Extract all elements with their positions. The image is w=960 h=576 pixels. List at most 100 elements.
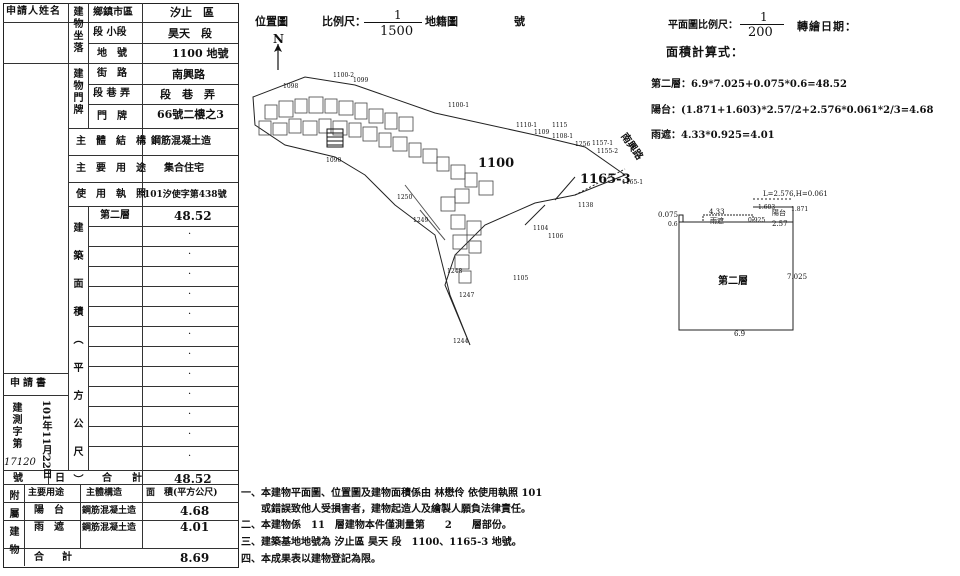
lot-label: 1247	[459, 292, 475, 299]
rule	[68, 155, 238, 156]
lot-label: 1244	[453, 338, 469, 345]
annex-row-use: 陽 台	[34, 505, 64, 516]
rule	[88, 426, 238, 427]
empty-area-dot: ·	[188, 389, 192, 400]
annex-row-structure: 鋼筋混凝土造	[82, 506, 137, 516]
lot-label: 1105	[513, 275, 529, 282]
applicant-label: 申請人姓名	[6, 6, 61, 17]
lot-label: 1108-1	[552, 133, 574, 140]
rule	[3, 502, 238, 503]
note-line: 一、本建物平面圖、位置圖及建物面積係由 林懋伶 依使用執照 101	[241, 488, 543, 499]
floor-label: 第二層	[100, 210, 130, 221]
street-value: 南興路	[172, 68, 205, 81]
rule	[88, 286, 238, 287]
dim-label: 1.603	[758, 204, 776, 211]
rain-label: 雨遮	[710, 217, 724, 225]
permit-value: 101汐使字第438號	[144, 190, 227, 200]
plan-scale-num: 1	[760, 10, 768, 24]
area-label: 建築面積（平方公尺）	[71, 222, 82, 502]
dim-label: 0.925	[748, 217, 766, 224]
north-arrow-icon	[274, 44, 282, 70]
calc-title: 面積計算式：	[666, 45, 745, 59]
lot-label: 1109	[534, 129, 550, 136]
rule	[88, 206, 89, 470]
annex-row-area: 4.01	[180, 520, 210, 534]
rule	[88, 84, 238, 85]
location-map-title: 位置圖	[255, 15, 288, 28]
lot-label-main: 1165-3	[580, 172, 631, 187]
lot-label: 1165-1	[622, 179, 644, 186]
doorplate-label: 建物門牌	[71, 68, 82, 116]
lot-label: 1099	[353, 77, 369, 84]
rule	[88, 226, 238, 227]
dim-label: L=2.576,H=0.061	[763, 190, 828, 198]
annex-label: 附屬建物	[7, 490, 18, 562]
floor-plan-drawing	[678, 198, 794, 331]
location-scale-den: 1500	[380, 24, 414, 39]
location-label: 建物坐落	[71, 6, 82, 54]
lot-label: 1155-2	[597, 148, 619, 155]
survey-no-value: 17120	[4, 457, 36, 468]
location-map	[252, 76, 627, 346]
lane-value: 段 巷 弄	[160, 88, 215, 101]
lot-label: 1250	[397, 194, 413, 201]
rule	[3, 520, 238, 521]
apply-label: 申請書	[10, 378, 49, 389]
township-label: 鄉鎮市區	[93, 7, 133, 18]
lot-label: 1090	[326, 157, 342, 164]
rule	[88, 386, 238, 387]
empty-area-dot: ·	[188, 349, 192, 360]
redraw-date-label: 轉繪日期：	[797, 20, 857, 33]
rule	[142, 128, 143, 206]
rule	[3, 373, 68, 374]
balcony-label: 陽台	[772, 209, 786, 217]
location-scale-label: 比例尺：	[322, 15, 366, 28]
lot-label-main: 1100	[478, 156, 515, 171]
annex-row-area: 4.68	[180, 504, 210, 518]
lot-label: 1098	[283, 83, 299, 90]
lot-label: 1248	[447, 268, 463, 275]
rule	[3, 470, 238, 471]
rule	[88, 104, 238, 105]
no-label: 號	[13, 473, 23, 484]
rule	[142, 3, 143, 128]
empty-area-dot: ·	[188, 229, 192, 240]
lot-label: 1100-1	[448, 102, 470, 109]
plan-scale-label: 平面圖比例尺：	[668, 20, 738, 31]
calc-line: 陽台：(1.871+1.603)*2.57/2+2.576*0.061*2/3=…	[651, 105, 934, 116]
annex-header-area: 面 積(平方公尺)	[146, 488, 218, 498]
annex-header-structure: 主體構造	[86, 488, 123, 498]
annex-total-label: 合 計	[34, 552, 76, 563]
scale-fraction-bar	[364, 22, 422, 23]
dim-label: 0.075	[658, 211, 679, 219]
rule	[68, 182, 238, 183]
rule	[3, 548, 238, 549]
lot-label: 地 號	[97, 48, 127, 59]
lane-label: 段 巷 弄	[93, 88, 130, 99]
structure-value: 鋼筋混凝土造	[151, 136, 211, 147]
dim-label: 1.871	[791, 206, 809, 213]
dim-label: 2.57	[772, 220, 788, 228]
empty-area-dot: ·	[188, 429, 192, 440]
annex-total-value: 8.69	[180, 551, 210, 565]
empty-area-dot: ·	[188, 409, 192, 420]
lot-value: 1100 地號	[172, 47, 229, 60]
lot-label: 1138	[578, 202, 594, 209]
lot-label: 1157-1	[592, 140, 614, 147]
rule	[3, 395, 68, 396]
dim-label: 4.33	[709, 208, 725, 216]
dim-label: 7.025	[787, 273, 808, 281]
rule	[88, 346, 238, 347]
total-label: 合 計	[102, 473, 142, 484]
empty-area-dot: ·	[188, 289, 192, 300]
rule	[3, 63, 238, 64]
floor-value: 48.52	[174, 209, 212, 223]
north-label: N	[273, 32, 284, 46]
rule	[88, 406, 238, 407]
rule	[3, 484, 238, 485]
empty-area-dot: ·	[188, 269, 192, 280]
lot-label: 1115	[552, 122, 568, 129]
cadastral-number-label: 號	[514, 15, 525, 28]
rule	[88, 366, 238, 367]
dim-label: 6.9	[734, 330, 746, 338]
